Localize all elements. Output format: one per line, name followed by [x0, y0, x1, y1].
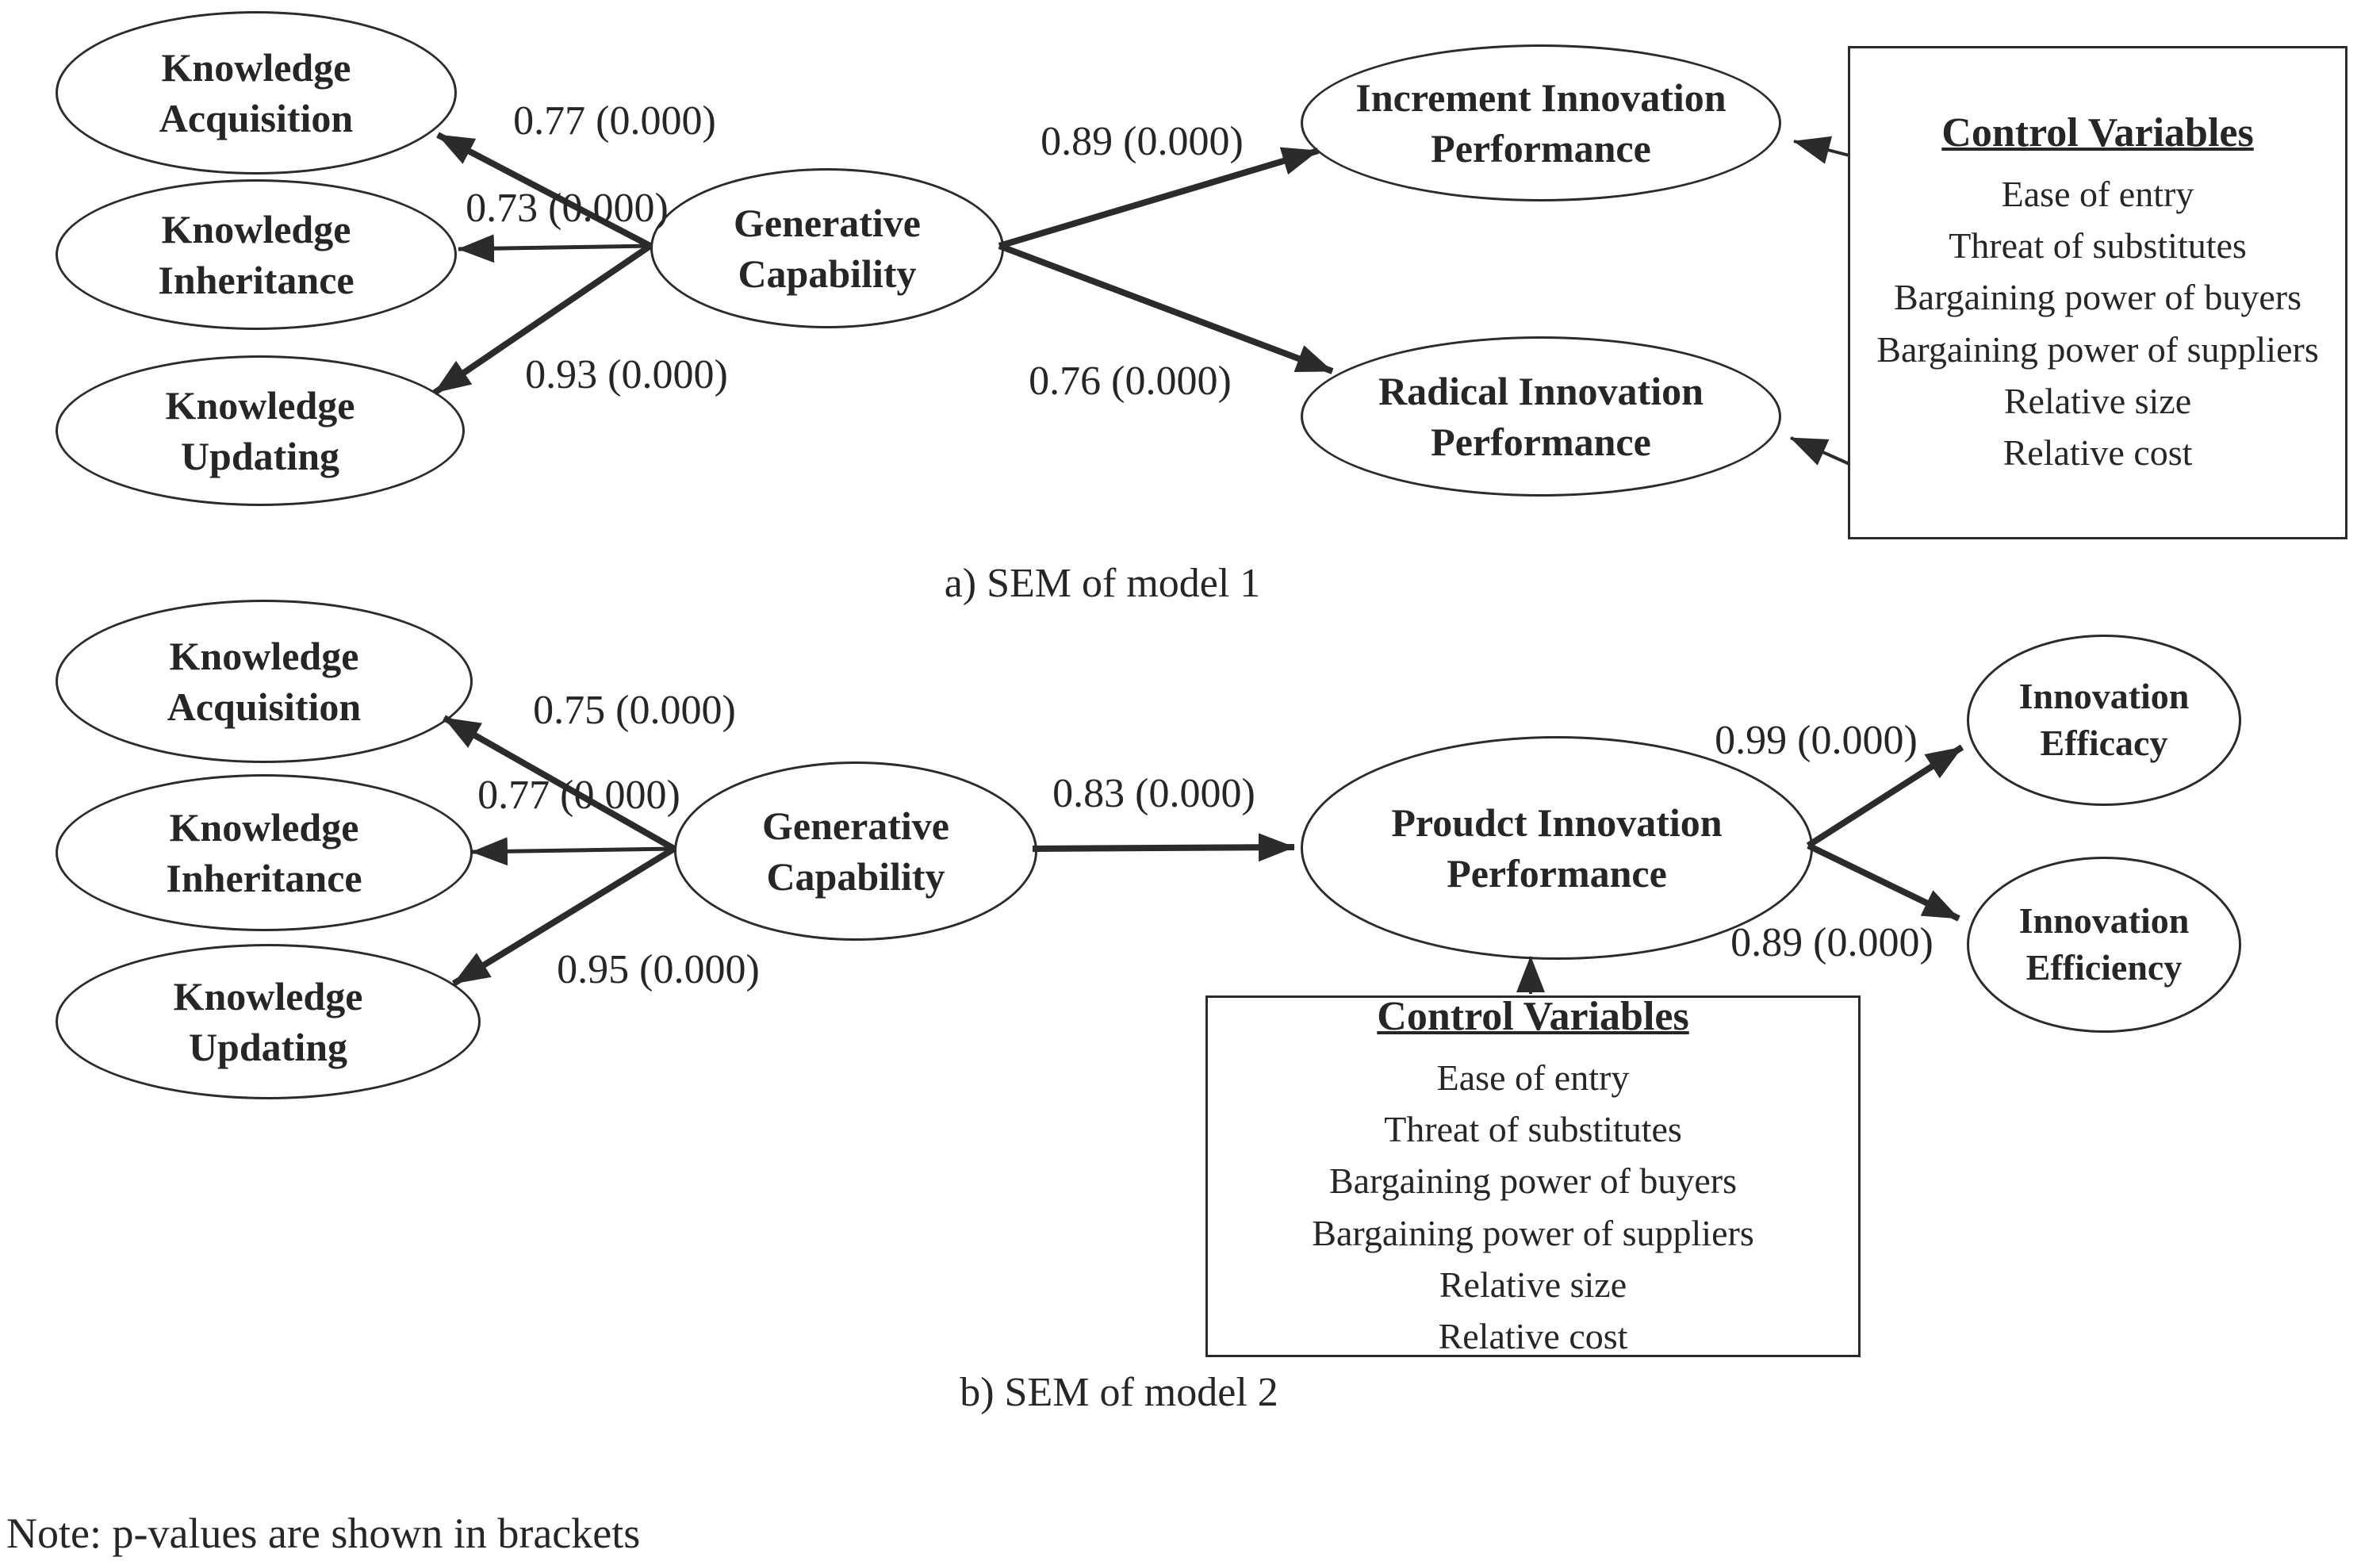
caption-model2: b) SEM of model 2	[960, 1370, 1278, 1415]
node-radical-innovation-performance: Radical Innovation Performance	[1301, 336, 1781, 497]
control-variable-item: Relative size	[1439, 1264, 1627, 1306]
node-label: Knowledge Acquisition	[167, 634, 362, 729]
path-label-gc1-knowledge-acquisition: 0.77 (0.000)	[513, 98, 716, 144]
node-innovation-efficiency: Innovation Efficiency	[1967, 857, 2241, 1033]
node-label: Radical Innovation Performance	[1378, 369, 1704, 464]
node-label: Knowledge Inheritance	[158, 207, 355, 302]
node-label: Increment Innovation Performance	[1355, 75, 1727, 171]
control-variables-title: Control Variables	[1941, 110, 2254, 156]
node-knowledge-acquisition-m2: Knowledge Acquisition	[56, 600, 473, 763]
control-variable-item: Bargaining power of suppliers	[1876, 328, 2319, 370]
arrow-gc2-to-knowledge-acquisition	[443, 715, 676, 852]
control-variable-item: Bargaining power of buyers	[1329, 1160, 1737, 1202]
node-label: Knowledge Inheritance	[166, 805, 362, 900]
node-increment-innovation-performance: Increment Innovation Performance	[1301, 44, 1781, 201]
control-variable-item: Bargaining power of buyers	[1894, 277, 2301, 318]
path-label-gc2-knowledge-acquisition: 0.75 (0.000)	[533, 688, 736, 733]
node-product-innovation-performance: Proudct Innovation Performance	[1301, 736, 1813, 960]
control-variables-title: Control Variables	[1377, 994, 1689, 1040]
arrow-gc1-to-knowledge-acquisition	[436, 132, 652, 249]
node-label: Generative Capability	[733, 201, 921, 296]
node-label: Innovation Efficiency	[2018, 900, 2190, 988]
node-label: Innovation Efficacy	[2018, 676, 2190, 763]
figure-note: Note: p-values are shown in brackets	[6, 1509, 641, 1557]
path-label-pip-innovation-efficacy: 0.99 (0.000)	[1715, 718, 1918, 763]
control-variable-item: Threat of substitutes	[1949, 225, 2247, 267]
path-label-gc2-knowledge-updating: 0.95 (0.000)	[557, 947, 760, 992]
control-variable-item: Relative cost	[2002, 432, 2193, 474]
node-knowledge-updating-m1: Knowledge Updating	[56, 355, 465, 506]
control-variable-item: Ease of entry	[1436, 1057, 1630, 1098]
path-label-gc2-product-innovation: 0.83 (0.000)	[1052, 771, 1255, 816]
node-label: Proudct Innovation Performance	[1391, 800, 1723, 896]
node-knowledge-inheritance-m1: Knowledge Inheritance	[56, 179, 457, 330]
node-label: Knowledge Acquisition	[159, 45, 354, 140]
control-variable-item: Bargaining power of suppliers	[1312, 1212, 1754, 1253]
control-variable-item: Relative cost	[1438, 1316, 1628, 1357]
arrow-gc1-to-knowledge-updating	[432, 243, 653, 396]
node-innovation-efficacy: Innovation Efficacy	[1967, 635, 2241, 806]
control-variable-item: Threat of substitutes	[1384, 1109, 1682, 1150]
arrow-gc2-to-knowledge-inheritance	[471, 837, 675, 866]
control-variable-item: Ease of entry	[2001, 173, 2194, 214]
caption-model1: a) SEM of model 1	[944, 561, 1261, 606]
path-label-gc1-increment-innovation: 0.89 (0.000)	[1041, 119, 1244, 164]
arrow-pip-to-innovation-efficiency	[1807, 842, 1960, 922]
path-label-gc1-knowledge-inheritance: 0.73 (0.000)	[466, 186, 669, 231]
node-label: Knowledge Updating	[173, 974, 363, 1069]
arrow-controls1-to-increment-innovation	[1793, 136, 1850, 164]
path-label-pip-innovation-efficiency: 0.89 (0.000)	[1730, 920, 1934, 965]
path-label-gc2-knowledge-inheritance: 0.77 (0.000)	[477, 773, 680, 818]
control-variables-box-m1: Control Variables Ease of entry Threat o…	[1848, 46, 2347, 539]
arrow-gc1-to-radical-innovation	[998, 243, 1334, 374]
path-label-gc1-radical-innovation: 0.76 (0.000)	[1029, 359, 1232, 404]
node-knowledge-inheritance-m2: Knowledge Inheritance	[56, 774, 473, 931]
control-variable-item: Relative size	[2003, 381, 2192, 422]
node-label: Generative Capability	[761, 804, 949, 899]
arrow-gc2-to-product-innovation	[1032, 833, 1295, 862]
arrow-gc1-to-knowledge-inheritance	[458, 234, 651, 263]
path-label-gc1-knowledge-updating: 0.93 (0.000)	[525, 352, 728, 397]
node-knowledge-acquisition-m1: Knowledge Acquisition	[56, 11, 457, 175]
arrow-controls1-to-radical-innovation	[1790, 436, 1850, 466]
node-label: Knowledge Updating	[165, 383, 355, 478]
arrow-gc1-to-increment-innovation	[998, 147, 1320, 249]
node-knowledge-updating-m2: Knowledge Updating	[56, 944, 481, 1099]
control-variables-box-m2: Control Variables Ease of entry Threat o…	[1205, 994, 1861, 1357]
arrow-gc2-to-knowledge-updating	[451, 846, 676, 987]
node-generative-capability-m2: Generative Capability	[674, 761, 1037, 941]
arrow-pip-to-innovation-efficacy	[1806, 744, 1964, 849]
